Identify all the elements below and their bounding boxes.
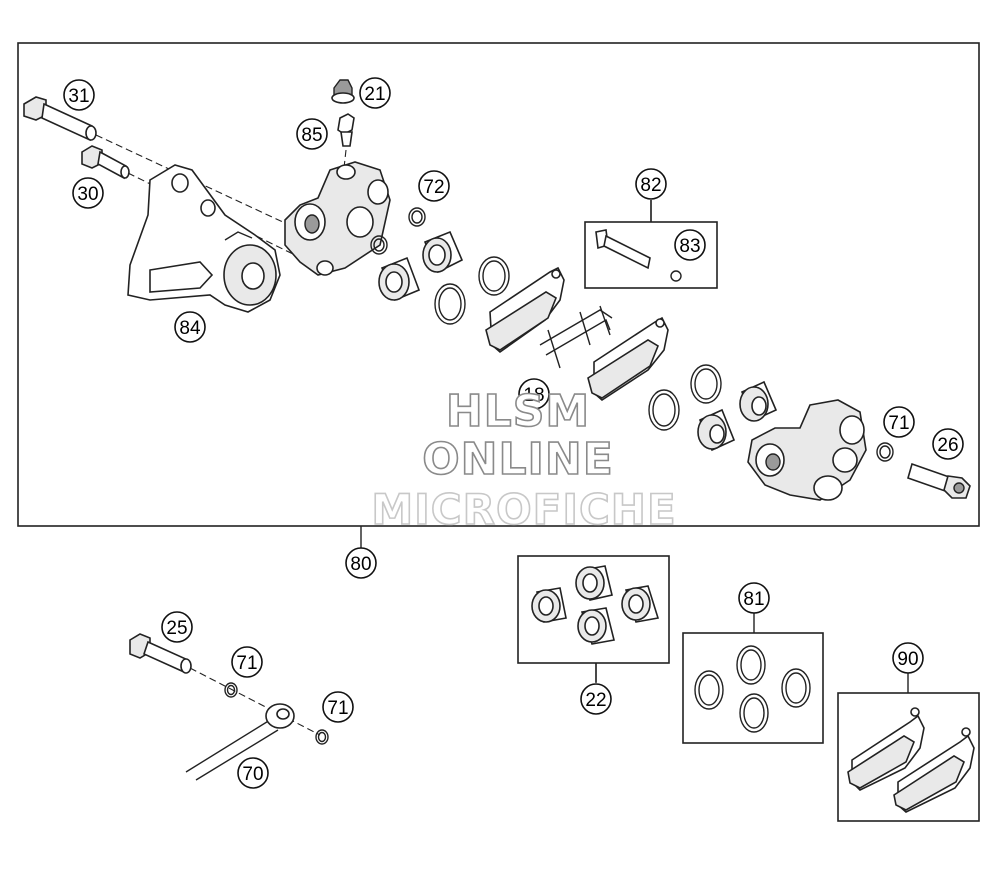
watermark-line3: MICROFICHE (371, 485, 676, 534)
bleed-cap-21[interactable] (331, 79, 355, 104)
seal-72[interactable] (408, 207, 426, 227)
callout-c71b: 71 (231, 646, 263, 678)
callout-number: 71 (888, 413, 909, 434)
callout-number: 80 (350, 554, 371, 575)
callout-circle (237, 757, 269, 789)
bolt-30[interactable] (81, 145, 130, 180)
main-assembly-frame (17, 42, 980, 527)
callout-number: 90 (897, 649, 918, 670)
brake-line-70[interactable] (185, 703, 295, 781)
callout-circle (296, 118, 328, 150)
watermark-line1: HLSM (446, 386, 590, 437)
callout-circle (359, 77, 391, 109)
caliper-housing-right[interactable] (747, 399, 867, 501)
callout-number: 71 (327, 698, 348, 719)
callout-number: 30 (77, 184, 98, 205)
callout-circle (72, 177, 104, 209)
callout-number: 22 (585, 690, 606, 711)
callout-number: 72 (423, 177, 444, 198)
callout-c71a: 71 (883, 406, 915, 438)
callout-number: 71 (236, 653, 257, 674)
callout-c84: 84 (174, 311, 206, 343)
callout-c83: 83 (674, 229, 706, 261)
callout-number: 26 (937, 435, 958, 456)
callout-circle (580, 683, 612, 715)
callout-circle (174, 311, 206, 343)
piston-seal[interactable] (648, 389, 680, 431)
seal-kit-box-81 (682, 632, 824, 744)
bolt-31[interactable] (23, 96, 97, 142)
callout-c70: 70 (237, 757, 269, 789)
seal-71[interactable] (876, 442, 894, 462)
pad-kit-pads[interactable] (847, 707, 975, 813)
callout-circle (161, 611, 193, 643)
callout-circle (345, 547, 377, 579)
callout-c81: 81 (738, 582, 770, 614)
callout-circle (518, 378, 550, 410)
seal-kit-rings[interactable] (694, 645, 811, 733)
callout-circle (892, 642, 924, 674)
callout-c72: 72 (418, 170, 450, 202)
piston-kit-pistons[interactable] (531, 565, 660, 645)
banjo-bolt-25[interactable] (129, 633, 192, 674)
callout-number: 21 (364, 84, 385, 105)
callout-circle (883, 406, 915, 438)
piston[interactable] (739, 380, 778, 422)
caliper-housing-left[interactable] (284, 161, 391, 276)
callout-number: 31 (68, 86, 89, 107)
piston-seal[interactable] (690, 364, 722, 404)
brake-pad[interactable] (587, 316, 669, 402)
callout-c21: 21 (359, 77, 391, 109)
callout-c31: 31 (63, 79, 95, 111)
pad-pin-83[interactable] (595, 229, 682, 282)
piston[interactable] (378, 256, 421, 302)
callout-circle (674, 229, 706, 261)
callout-circle (322, 691, 354, 723)
callout-number: 18 (523, 385, 544, 406)
callout-number: 81 (743, 589, 764, 610)
bolt-26[interactable] (907, 462, 971, 499)
brake-pad[interactable] (485, 266, 565, 354)
callout-c80: 80 (345, 547, 377, 579)
callout-c85: 85 (296, 118, 328, 150)
seal-ring[interactable] (370, 235, 388, 255)
callout-c71c: 71 (322, 691, 354, 723)
callout-number: 70 (242, 764, 263, 785)
callout-circle (738, 582, 770, 614)
callout-number: 83 (679, 236, 700, 257)
callout-number: 85 (301, 125, 322, 146)
callout-circle (63, 79, 95, 111)
callout-c30: 30 (72, 177, 104, 209)
callout-c82: 82 (635, 168, 667, 200)
bleed-screw-85[interactable] (337, 113, 355, 147)
callout-circle (635, 168, 667, 200)
callout-number: 82 (640, 175, 661, 196)
callout-c90: 90 (892, 642, 924, 674)
caliper-bracket-84[interactable] (127, 164, 281, 313)
piston-seal[interactable] (434, 283, 466, 325)
watermark: HLSM ONLINE MICROFICHE (371, 385, 677, 535)
axis-line (189, 667, 321, 736)
callout-number: 84 (179, 318, 201, 339)
seal-washer-71[interactable] (224, 682, 238, 698)
callout-circle (231, 646, 263, 678)
piston-seal[interactable] (478, 256, 510, 296)
callout-c25: 25 (161, 611, 193, 643)
callout-c26: 26 (932, 428, 964, 460)
callout-c22: 22 (580, 683, 612, 715)
watermark-line2: ONLINE (422, 434, 614, 485)
piston[interactable] (422, 230, 464, 274)
callout-circle (932, 428, 964, 460)
seal-washer-71[interactable] (315, 729, 329, 745)
piston[interactable] (697, 408, 736, 452)
callout-number: 25 (166, 618, 187, 639)
callout-c18: 18 (518, 378, 550, 410)
callout-circle (418, 170, 450, 202)
pad-spring[interactable] (539, 305, 613, 369)
